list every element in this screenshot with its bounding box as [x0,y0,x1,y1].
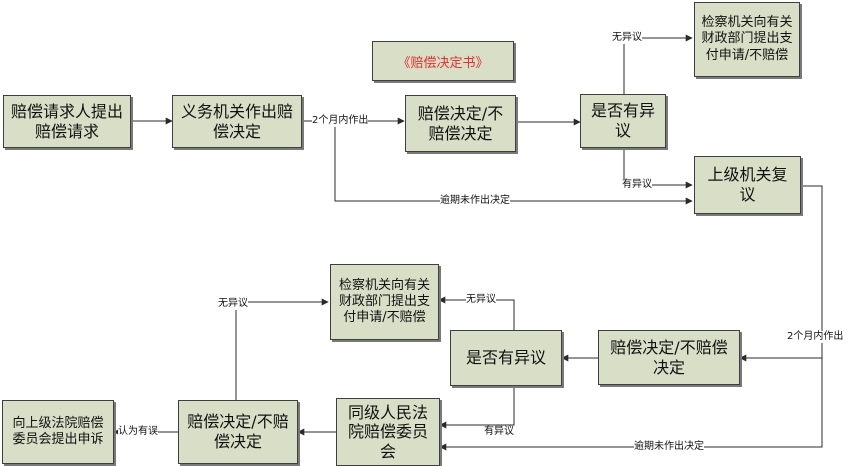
label-objection-1: 有异议 [622,179,652,191]
node-claim: 赔偿请求人提出赔偿请求 [3,95,131,148]
node-decision-2: 赔偿决定/不赔偿决定 [598,330,740,385]
arrow-decision3-to-procuratorate2 [235,298,329,400]
label-no-objection-3: 无异议 [218,298,248,310]
node-appeal: 向上级法院赔偿委员会提出申诉 [2,400,114,464]
node-procuratorate-1: 检察机关向有关财政部门提出支付申请/不赔偿 [694,2,800,77]
node-procuratorate-2: 检察机关向有关财政部门提出支付申请/不赔偿 [330,264,439,340]
label-no-objection-1: 无异议 [612,32,642,44]
arrow-objection1-to-procuratorate1 [623,34,693,94]
node-court-committee: 同级人民法院赔偿委员会 [336,398,440,466]
node-obligor-decision: 义务机关作出赔偿决定 [172,95,302,148]
label-two-months-1: 2个月内作出 [312,115,369,127]
node-superior-review: 上级机关复议 [694,156,801,214]
label-overdue-1: 逾期未作出决定 [440,195,510,207]
arrow-overdue-to-committee [439,358,823,451]
label-overdue-2: 逾期未作出决定 [634,441,704,453]
node-objection-2: 是否有异议 [450,330,562,386]
label-objection-2: 有异议 [484,426,514,438]
label-two-months-2: 2个月内作出 [787,331,844,343]
node-objection-1: 是否有异议 [580,94,666,148]
compensation-decision-document: 《赔偿决定书》 [372,41,514,81]
arrow-review-to-decision2 [739,185,823,362]
node-decision-3: 赔偿决定/不赔偿决定 [178,400,298,464]
arrow-objection2-to-committee [439,386,515,429]
arrow-objection2-to-procuratorate2 [438,296,515,330]
arrow-overdue-to-review [334,121,693,205]
label-no-objection-2: 无异议 [466,294,496,306]
node-decision-1: 赔偿决定/不赔偿决定 [405,95,516,152]
label-deemed-wrong: 认为有误 [118,426,158,438]
